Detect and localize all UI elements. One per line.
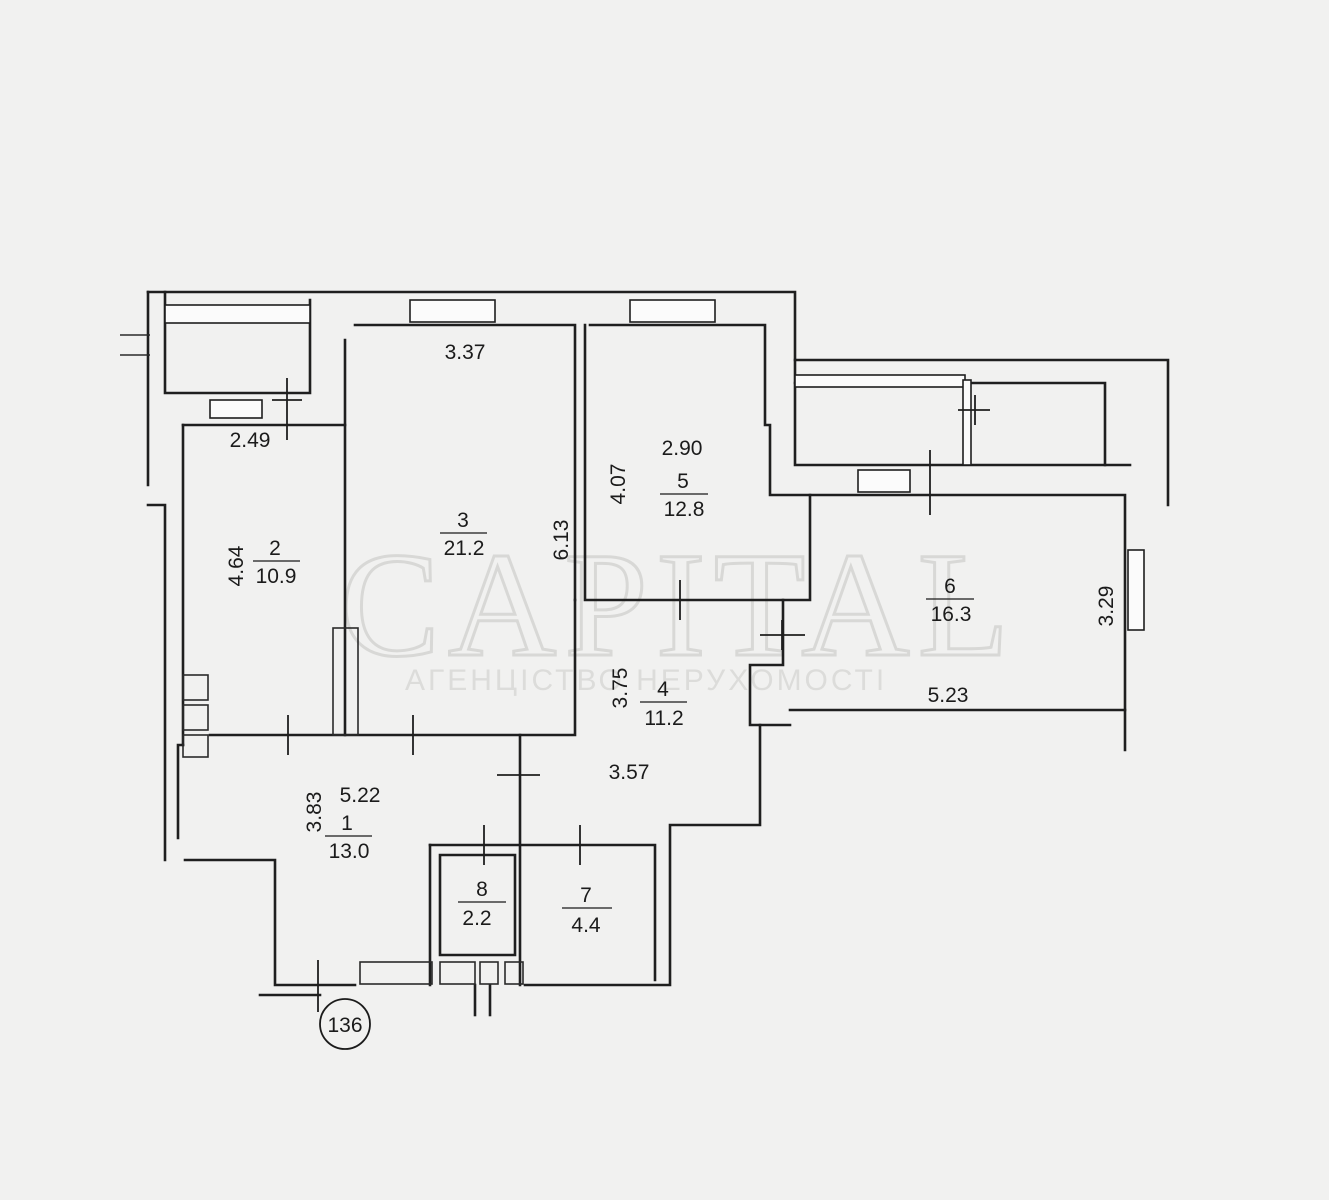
duct-1 — [359, 961, 433, 985]
dim-room4-width: 3.57 — [609, 761, 650, 784]
windows — [164, 299, 1145, 631]
room-4-area: 11.2 — [644, 707, 683, 730]
dim-room3-depth: 6.13 — [550, 520, 573, 561]
room-8-label: 8 2.2 — [458, 878, 506, 930]
room-7-label: 7 4.4 — [562, 884, 612, 937]
room-5-label: 5 12.8 — [660, 470, 708, 521]
dim-room6-depth: 3.29 — [1095, 586, 1118, 627]
dim-room1-depth: 3.83 — [303, 792, 326, 833]
room-1-number: 1 — [341, 812, 353, 835]
doors — [272, 378, 990, 1012]
room-2-area: 10.9 — [256, 565, 297, 588]
room-6-area: 16.3 — [931, 603, 972, 626]
dim-room3-width: 3.37 — [445, 341, 486, 364]
shaft-2 — [182, 704, 209, 731]
loggia-divider — [962, 379, 972, 466]
dim-room5-width: 2.90 — [662, 437, 703, 460]
apartment-number-circle — [319, 998, 371, 1050]
window-room3 — [409, 299, 496, 323]
window-top-left — [164, 304, 311, 324]
apartment-number-badge: 136 — [319, 998, 371, 1050]
apartment-number: 136 — [327, 1014, 362, 1037]
room-8-number: 8 — [476, 878, 488, 901]
room-6-label: 6 16.3 — [926, 575, 974, 626]
watermark-brand: CAPITAL — [340, 522, 1017, 688]
room-4-number: 4 — [657, 678, 669, 701]
room-1-label: 1 13.0 — [325, 812, 372, 863]
watermark-agency: АГЕНЦІСТВО НЕРУХОМОСТІ — [405, 664, 887, 697]
room-5-area: 12.8 — [664, 498, 705, 521]
window-room6 — [857, 469, 911, 493]
dim-room4-depth: 3.75 — [609, 668, 632, 709]
dim-room2-depth: 4.64 — [225, 545, 248, 586]
window-room6-side — [1127, 549, 1145, 631]
dim-room6-width: 5.23 — [928, 684, 969, 707]
walls — [146, 290, 1170, 1017]
dim-room2-width: 2.49 — [230, 429, 271, 452]
room-2-number: 2 — [269, 537, 281, 560]
room-4-label: 4 11.2 — [640, 678, 687, 730]
shaft-1 — [182, 674, 209, 701]
room-3-number: 3 — [457, 509, 469, 532]
room-7-area: 4.4 — [571, 914, 601, 937]
room-3-area: 21.2 — [444, 537, 485, 560]
watermark: CAPITAL АГЕНЦІСТВО НЕРУХОМОСТІ — [339, 521, 1017, 698]
column — [332, 627, 359, 736]
room-2-label: 2 10.9 — [253, 537, 300, 588]
duct-2 — [439, 961, 476, 985]
room-8-area: 2.2 — [462, 907, 491, 930]
room-1-area: 13.0 — [329, 840, 370, 863]
room-labels: 1 13.0 2 10.9 3 21.2 4 11.2 5 12.8 6 16.… — [253, 470, 974, 937]
dim-room5-depth: 4.07 — [607, 464, 630, 505]
window-loggia — [794, 374, 966, 388]
duct-3 — [479, 961, 499, 985]
room-3-label: 3 21.2 — [440, 509, 487, 560]
shaft-3 — [182, 734, 209, 758]
room-7-number: 7 — [580, 884, 592, 907]
window-room5 — [629, 299, 716, 323]
dim-room1-width: 5.22 — [340, 784, 381, 807]
window-room2 — [209, 399, 263, 419]
duct-4 — [504, 961, 524, 985]
dimension-labels: 5.22 3.83 2.49 4.64 3.37 6.13 3.57 3.75 … — [225, 341, 1118, 832]
room-5-number: 5 — [677, 470, 689, 493]
fixtures — [120, 334, 524, 985]
room-6-number: 6 — [944, 575, 956, 598]
